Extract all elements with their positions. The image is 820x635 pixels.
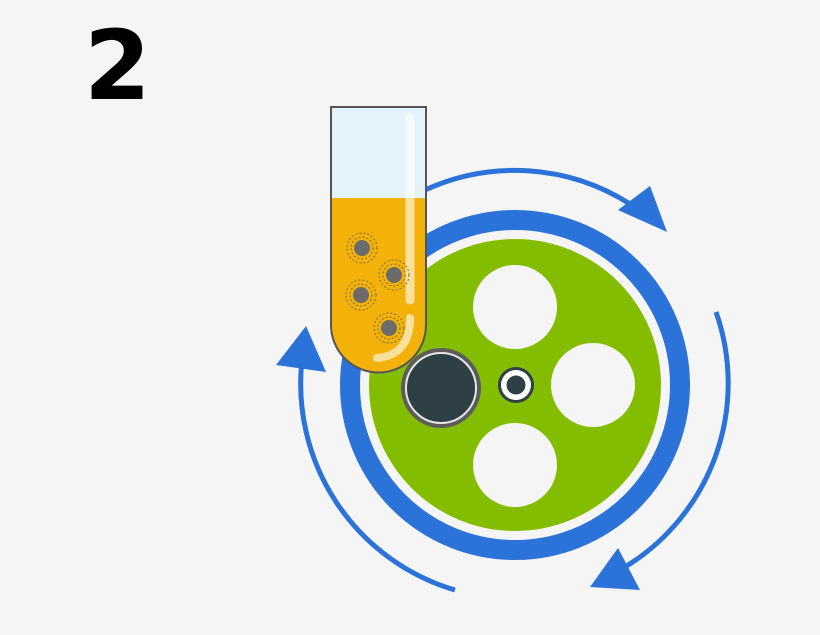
arrowhead-top	[618, 186, 667, 232]
particle	[378, 259, 410, 291]
arrow-arc-left	[298, 359, 456, 593]
particles	[345, 232, 410, 344]
test-tube-icon	[330, 106, 427, 374]
rotor-hole-top	[473, 265, 557, 349]
arrowhead-right	[590, 548, 640, 590]
outer-ring	[340, 210, 690, 560]
particle	[373, 312, 405, 344]
arrow-arc-top	[423, 167, 632, 207]
particle	[346, 232, 378, 264]
rotor-wheel-icon	[340, 210, 690, 560]
tube-liquid	[331, 198, 426, 373]
particle	[345, 279, 377, 311]
rotation-arrows-icon	[298, 167, 731, 593]
step-number: 2	[84, 10, 151, 122]
rotor-hole-bottom	[473, 423, 557, 507]
rotor-hole-right	[551, 343, 635, 427]
arrowhead-left	[276, 326, 326, 372]
arrow-arc-right	[623, 311, 731, 570]
